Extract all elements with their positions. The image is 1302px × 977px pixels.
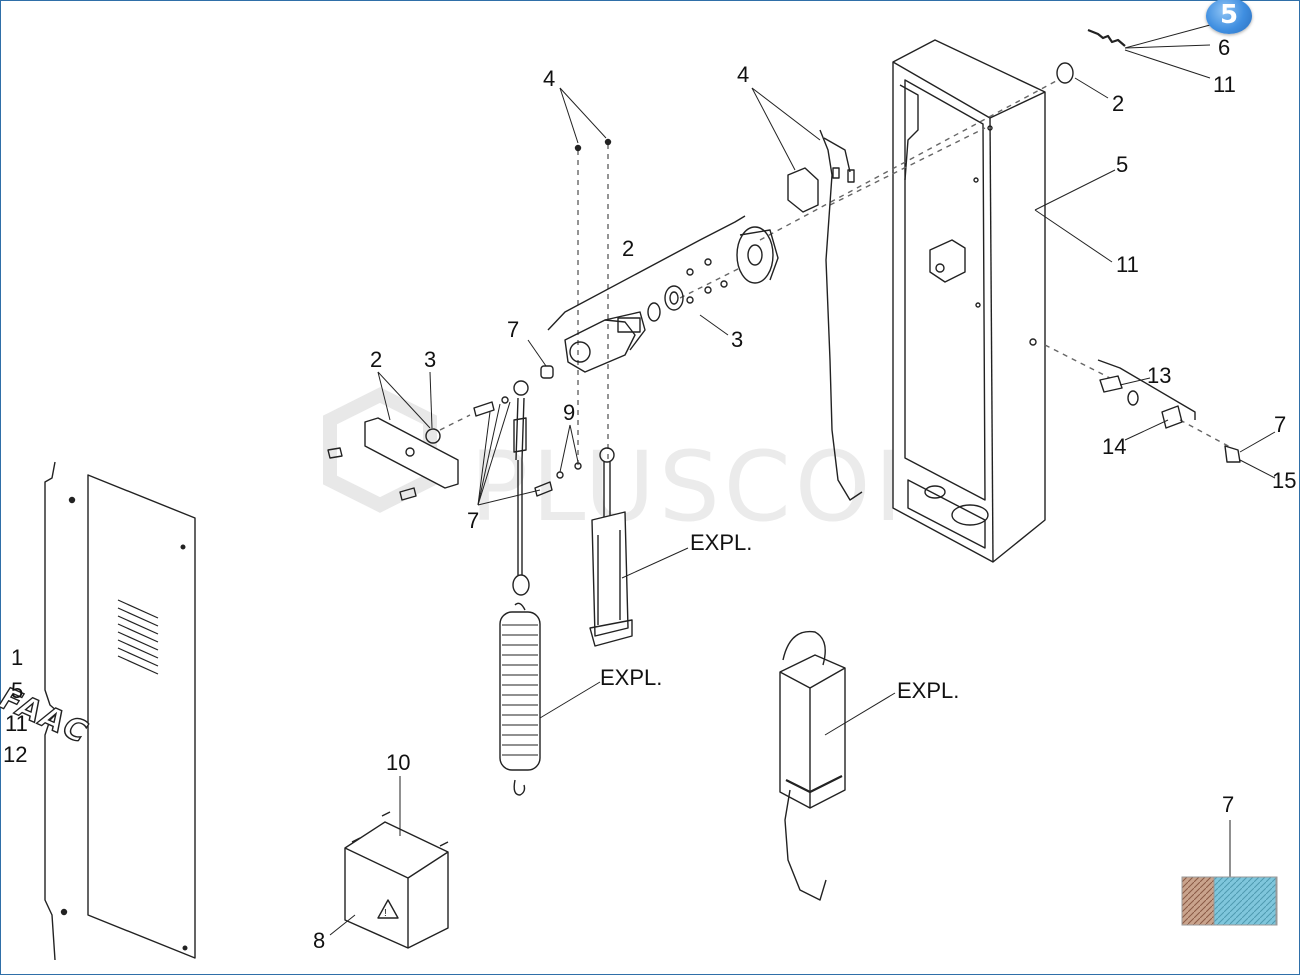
mounting-plate: [364, 417, 459, 489]
callout-4-right: 4: [737, 62, 749, 87]
callout-labels: 4 4 6 11 2 5 11 2 3 7 2 3 9 7 13 14 7 15…: [3, 35, 1296, 953]
junction-box: !: [344, 811, 449, 949]
callout-door-1: 1: [11, 645, 23, 670]
bolts: [327, 396, 582, 501]
balancing-arm-assembly: [547, 215, 779, 373]
callout-6: 6: [1218, 35, 1230, 60]
callout-3-arm: 3: [731, 327, 743, 352]
svg-text:!: !: [384, 908, 387, 919]
callout-4-left: 4: [543, 66, 555, 91]
screw-4a: [574, 144, 582, 152]
pump-unit: [779, 630, 846, 901]
callout-expl-spring: EXPL.: [600, 665, 662, 690]
watermark-text: PLUSCOM: [470, 431, 961, 543]
limit-switch-bracket: [787, 129, 863, 501]
callout-10: 10: [386, 750, 410, 775]
balance-spring: [499, 602, 541, 796]
callout-11-box: 11: [1116, 252, 1139, 277]
callout-7-right: 7: [1274, 412, 1286, 437]
callout-expl-cylinder: EXPL.: [690, 530, 752, 555]
callout-7-arm: 7: [507, 317, 519, 342]
callout-14: 14: [1102, 434, 1126, 459]
o-ring-top: [1056, 62, 1074, 84]
callout-7-bolts: 7: [467, 508, 479, 533]
callout-9: 9: [563, 400, 575, 425]
turnbuckle-rod: [512, 380, 530, 596]
page-badge[interactable]: 5: [1206, 0, 1252, 34]
callout-13: 13: [1147, 363, 1171, 388]
bushing-7: [540, 365, 554, 379]
callout-2-top: 2: [1112, 91, 1124, 116]
callout-expl-pump: EXPL.: [897, 678, 959, 703]
pivot-pin-parts: [1097, 359, 1241, 463]
callout-2-plate: 2: [370, 347, 382, 372]
callout-3-plate: 3: [424, 347, 436, 372]
material-swatch: [1181, 876, 1278, 926]
callout-8: 8: [313, 928, 325, 953]
watermark: PLUSCOM: [323, 387, 961, 543]
screw-4b: [604, 138, 612, 146]
callout-15: 15: [1272, 468, 1296, 493]
callout-7-swatch: 7: [1222, 792, 1234, 817]
callout-door-5: 5: [11, 678, 23, 703]
callout-door-12: 12: [3, 742, 27, 767]
alignment-lines: [439, 79, 1233, 470]
callout-11-top: 11: [1213, 72, 1236, 97]
callout-2-arm: 2: [622, 236, 634, 261]
leader-lines: [329, 24, 1276, 936]
callout-5-box: 5: [1116, 152, 1128, 177]
cabinet-door: [44, 461, 196, 961]
magnetic-strip: [1087, 28, 1126, 47]
cabinet-housing: [892, 39, 1046, 563]
callout-door-11: 11: [5, 711, 28, 736]
hydraulic-cylinder: [589, 447, 633, 647]
